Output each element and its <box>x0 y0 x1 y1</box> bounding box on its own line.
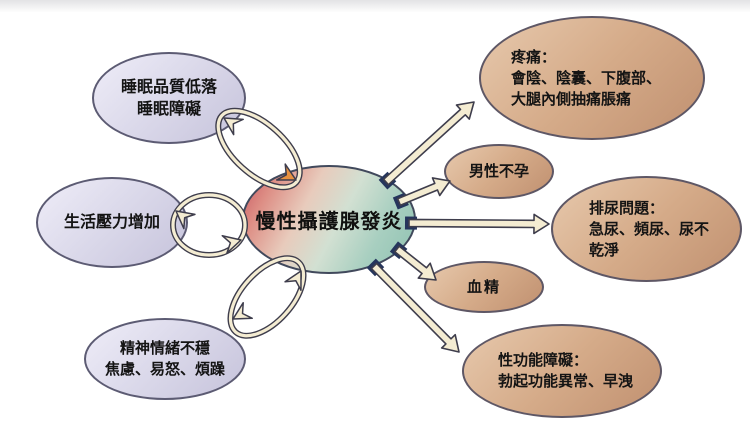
node-label-line: 會陰、陰囊、下腹部、 <box>511 68 662 87</box>
node-label-line: 乾淨 <box>589 240 620 259</box>
node-pain: 疼痛： 會陰、陰囊、下腹部、 大腿內側抽痛脹痛 <box>479 16 705 140</box>
node-label-line: 睡眠障礙 <box>136 99 201 118</box>
node-emotional-instability: 精神情緒不穩 焦慮、易怒、煩躁 <box>84 318 246 400</box>
node-male-infertility: 男性不孕 <box>444 144 554 199</box>
node-label-line: 性功能障礙： <box>498 351 589 369</box>
node-label-line: 疼痛： <box>511 47 557 66</box>
node-label-line: 大腿內側抽痛脹痛 <box>511 89 632 108</box>
node-label-line: 急尿、頻尿、尿不 <box>589 219 710 238</box>
node-chronic-prostatitis: 慢性攝護腺發炎 <box>242 165 416 274</box>
node-label-line: 焦慮、易怒、煩躁 <box>104 360 225 378</box>
node-label-line: 排尿問題： <box>589 198 665 217</box>
node-sexual-dysfunction: 性功能障礙： 勃起功能異常、早洩 <box>462 324 662 418</box>
node-label-line: 勃起功能異常、早洩 <box>498 372 634 390</box>
node-label-line: 精神情緒不穩 <box>119 339 210 357</box>
node-label-line: 睡眠品質低落 <box>120 76 217 96</box>
center-label: 慢性攝護腺發炎 <box>255 209 403 233</box>
node-label-line: 血精 <box>466 277 501 296</box>
node-label-line: 生活壓力增加 <box>63 212 160 232</box>
node-hematospermia: 血精 <box>424 261 544 313</box>
node-urination-problems: 排尿問題： 急尿、頻尿、尿不 乾淨 <box>551 176 742 282</box>
node-sleep-problems: 睡眠品質低落 睡眠障礙 <box>92 52 246 144</box>
node-label-line: 男性不孕 <box>468 162 529 180</box>
top-edge-shading <box>0 0 750 12</box>
node-life-stress: 生活壓力增加 <box>36 177 188 268</box>
